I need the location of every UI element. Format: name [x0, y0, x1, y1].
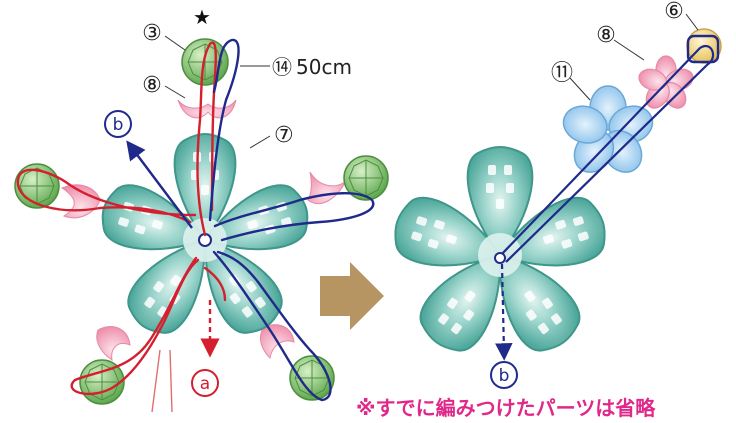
green-bead-right	[343, 155, 389, 201]
star-icon: ★	[193, 5, 211, 29]
pink-petal-right	[307, 171, 347, 205]
red-thread	[16, 41, 227, 396]
label-b-top: b	[113, 115, 124, 135]
navy-loop-box	[686, 34, 720, 64]
label-part-11: ⑪	[551, 61, 573, 86]
label-part-8-left: ⑧	[142, 73, 162, 98]
label-part-14: ⑭	[272, 55, 292, 79]
pink-petal-left	[60, 184, 101, 219]
label-part-3: ③	[142, 21, 162, 46]
navy-dashed-thread-right	[495, 263, 513, 361]
label-length: 50cm	[296, 55, 352, 79]
pink-petal-top	[177, 99, 237, 119]
label-a-bottom: a	[200, 374, 210, 394]
blue-flower	[562, 85, 654, 173]
omitted-parts-note: ※すでに編みつけたパーツは省略	[356, 396, 656, 420]
navy-arrow-b	[126, 140, 193, 229]
label-part-8-right: ⑧	[596, 23, 616, 48]
label-part-7: ⑦	[274, 123, 294, 148]
label-b-bottom: b	[499, 366, 510, 386]
navy-thread	[208, 38, 375, 402]
pink-petal-bottom-left	[96, 326, 131, 362]
label-part-6: ⑥	[664, 0, 684, 24]
teal-lace-flower-left	[101, 133, 309, 334]
navy-thread-right	[499, 45, 715, 263]
right-arrow-icon	[320, 262, 384, 330]
